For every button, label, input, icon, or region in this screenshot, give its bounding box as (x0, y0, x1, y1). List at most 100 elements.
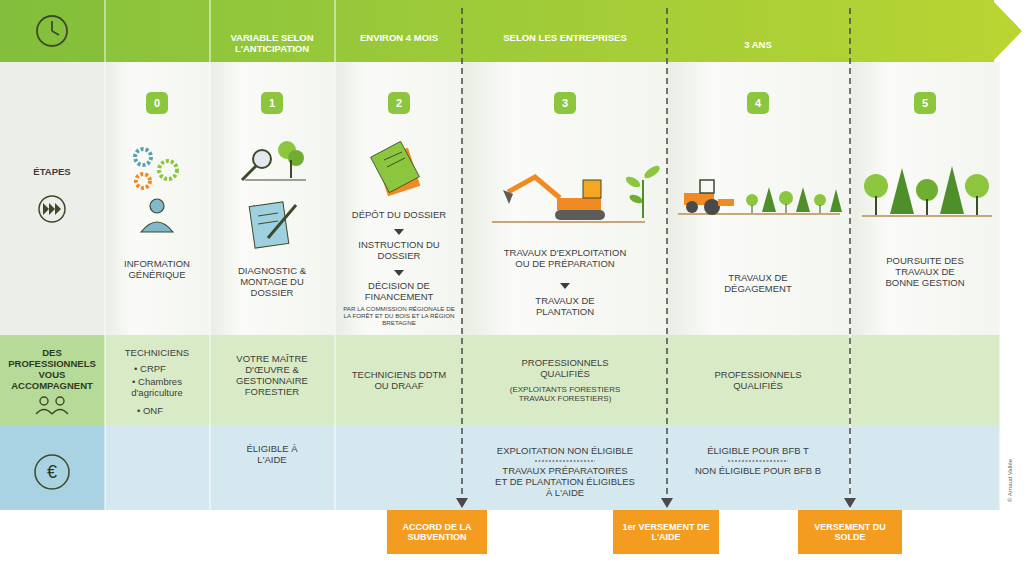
young-trees (752, 205, 753, 213)
steps-icon (43, 203, 49, 215)
clock-icon (51, 21, 53, 31)
professionals-row (0, 335, 105, 425)
milestone-arrowheads (456, 498, 856, 508)
seedling-icon (624, 164, 662, 218)
gears-person-icon (136, 174, 150, 188)
step-number: 5 (914, 92, 936, 114)
milestone-box: VERSEMENT DU SOLDE (798, 510, 902, 554)
timeline-text: VARIABLE SELON L'ANTICIPATION (216, 33, 328, 55)
gears-person-icon (135, 149, 151, 165)
documents-icon (371, 141, 421, 196)
milestone-box: ACCORD DE LA SUBVENTION (387, 510, 487, 554)
excavator-icon (557, 198, 601, 210)
diagnostic-icon (290, 160, 292, 178)
seedling-icon (642, 180, 644, 218)
excavator-icon (492, 221, 645, 223)
row-label: DES PROFESSIONNELS VOUS ACCOMPAGNENT (2, 348, 102, 392)
forest-icon (940, 166, 964, 214)
step-title: INSTRUCTION DU DOSSIER (354, 240, 444, 262)
step-arrows (560, 283, 570, 289)
forest-icon (864, 174, 888, 198)
step-title: INFORMATION GÉNÉRIQUE (111, 259, 203, 281)
steps-row (105, 62, 210, 335)
node-text: ACCORD DE LA SUBVENTION (392, 522, 482, 543)
young-trees (762, 187, 776, 212)
actor-text: • ONF (110, 406, 190, 417)
forest-icon (890, 168, 914, 214)
steps-icon (39, 196, 65, 222)
milestone-lines (462, 8, 850, 500)
node-text: 3 (562, 97, 568, 109)
funding-text: TRAVAUX PRÉPARATOIRES ET DE PLANTATION É… (495, 466, 635, 499)
column-folds (209, 0, 210, 510)
row-label: ÉTAPES (6, 167, 98, 178)
young-trees (746, 187, 842, 213)
clock-icon (52, 31, 59, 35)
people-icon (52, 410, 68, 415)
gears-person-icon (159, 161, 177, 179)
column-folds (105, 0, 1000, 510)
step-title: TRAVAUX D'EXPLOITATION OU DE PRÉPARATION (500, 248, 630, 270)
step-title: TRAVAUX DE DÉGAGEMENT (698, 273, 818, 295)
forest-icon (875, 196, 877, 215)
steps-icon (49, 203, 55, 215)
funding-text: ÉLIGIBLE À L'AIDE (232, 444, 312, 466)
diagnostic-icon (242, 141, 306, 180)
steps-row (335, 62, 462, 335)
step-title: DIAGNOSTIC & MONTAGE DU DOSSIER (228, 266, 316, 299)
young-trees (830, 189, 842, 212)
tractor-icon (686, 201, 698, 213)
node-text: VERSEMENT DU SOLDE (803, 522, 897, 543)
step-number: 0 (146, 92, 168, 114)
timeline-text: 3 ANS (698, 40, 818, 51)
excavator-icon (583, 180, 601, 198)
forest-icon (965, 174, 989, 198)
young-trees (820, 205, 821, 213)
forest-icon (862, 215, 992, 217)
steps-icon (39, 196, 65, 222)
separator-dashes (728, 461, 788, 462)
step-number: 3 (554, 92, 576, 114)
actor-text: PROFESSIONNELS QUALIFIÉS (510, 358, 620, 380)
milestone-lines (849, 8, 851, 500)
node-text: 2 (396, 97, 402, 109)
separator-dashes (535, 461, 788, 462)
actor-text: • CRPF (110, 364, 190, 375)
file-pen-icon (249, 202, 296, 248)
timeline-band (992, 0, 1022, 62)
milestone-arrowheads (844, 498, 856, 508)
separator-dashes (535, 461, 595, 462)
forest-icon (926, 199, 928, 215)
step-title: DÉPÔT DU DOSSIER (341, 210, 457, 221)
steps-row (850, 62, 1000, 335)
excavator-icon (492, 177, 645, 222)
seedling-icon (642, 164, 661, 181)
milestone-lines (666, 8, 668, 500)
funding-row (0, 425, 105, 510)
diagnostic-icon (253, 150, 271, 168)
young-trees (814, 194, 826, 206)
euro-symbol: € (37, 462, 67, 483)
young-trees (779, 191, 793, 205)
documents-icon (371, 141, 420, 192)
milestone-arrowheads (456, 498, 468, 508)
documents-icon (387, 158, 405, 167)
forest-icon (862, 166, 992, 216)
tractor-icon (678, 213, 840, 215)
tractor-icon (704, 199, 720, 215)
milestone-lines (461, 8, 463, 500)
actor-text: PROFESSIONNELS QUALIFIÉS (703, 370, 813, 392)
step-number: 1 (261, 92, 283, 114)
forest-icon (916, 179, 938, 201)
file-pen-icon (249, 202, 289, 248)
column-folds (104, 0, 105, 510)
file-pen-icon (258, 221, 278, 224)
seedling-icon (624, 175, 642, 190)
young-trees (746, 194, 758, 206)
funding-text: EXPLOITATION NON ÉLIGIBLE (485, 446, 645, 457)
excavator-icon (555, 210, 605, 220)
step-note: PAR LA COMMISSION RÉGIONALE DE LA FORÊT … (340, 305, 458, 326)
seedling-icon (628, 193, 644, 205)
milestone-arrowheads (661, 498, 673, 508)
timeline-band (0, 0, 1022, 62)
